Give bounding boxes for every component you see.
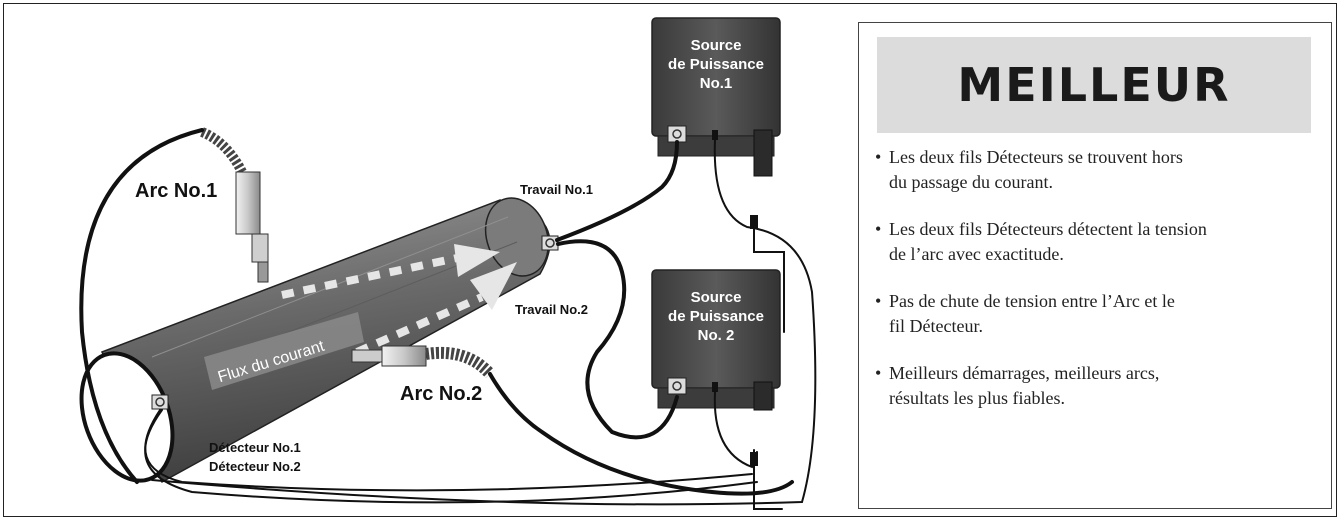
diagram-graphic: [79, 17, 817, 510]
bullet-line: fil Détecteur.: [889, 316, 983, 336]
panel-title: MEILLEUR: [957, 58, 1231, 112]
bullet-item: • Pas de chute de tension entre l’Arc et…: [873, 289, 1325, 339]
welding-diagram: Arc No.1 Arc No.2 Travail No.1 Travail N…: [12, 12, 842, 517]
figure-frame: [3, 3, 1337, 517]
power-source-1-line3: No.1: [699, 75, 733, 92]
power-source-1-line2: de Puissance: [668, 56, 764, 73]
power-source-2-label: Source de Puissance No. 2: [652, 288, 780, 345]
bullet-line: Pas de chute de tension entre l’Arc et l…: [889, 291, 1175, 311]
power-source-2-line3: No. 2: [697, 327, 735, 344]
bullet-dot: •: [875, 147, 882, 167]
bullet-list: • Les deux fils Détecteurs se trouvent h…: [873, 145, 1325, 433]
bullet-line: résultats les plus fiables.: [889, 388, 1065, 408]
work-2-label: Travail No.2: [515, 302, 588, 317]
best-practices-panel: MEILLEUR • Les deux fils Détecteurs se t…: [858, 22, 1332, 509]
torch-2: [351, 345, 495, 379]
bullet-dot: •: [875, 363, 882, 383]
power-source-2-line2: de Puissance: [668, 308, 764, 325]
sense-1-label: Détecteur No.1: [209, 440, 301, 455]
current-flow-arrows: [204, 244, 517, 390]
bullet-line: Meilleurs démarrages, meilleurs arcs,: [889, 363, 1160, 383]
bullet-item: • Meilleurs démarrages, meilleurs arcs, …: [873, 361, 1325, 411]
cables: [79, 128, 817, 510]
bullet-item: • Les deux fils Détecteurs détectent la …: [873, 217, 1325, 267]
bullet-dot: •: [875, 291, 882, 311]
bullet-line: du passage du courant.: [889, 172, 1053, 192]
work-clamps: [151, 235, 559, 410]
arc-2-label: Arc No.2: [400, 383, 483, 405]
power-source-1: [651, 17, 781, 177]
arc-1-label: Arc No.1: [135, 180, 218, 202]
bullet-item: • Les deux fils Détecteurs se trouvent h…: [873, 145, 1325, 195]
power-source-1-label: Source de Puissance No.1: [652, 36, 780, 93]
bullet-dot: •: [875, 219, 882, 239]
power-source-1-line1: Source: [690, 37, 742, 54]
power-source-2: [651, 269, 781, 411]
torch-1: [199, 127, 269, 283]
power-source-2-line1: Source: [690, 289, 742, 306]
panel-header: MEILLEUR: [877, 37, 1311, 133]
bullet-line: Les deux fils Détecteurs se trouvent hor…: [889, 147, 1183, 167]
work-1-label: Travail No.1: [520, 182, 593, 197]
bullet-line: Les deux fils Détecteurs détectent la te…: [889, 219, 1207, 239]
sense-2-label: Détecteur No.2: [209, 459, 301, 474]
bullet-line: de l’arc avec exactitude.: [889, 244, 1064, 264]
